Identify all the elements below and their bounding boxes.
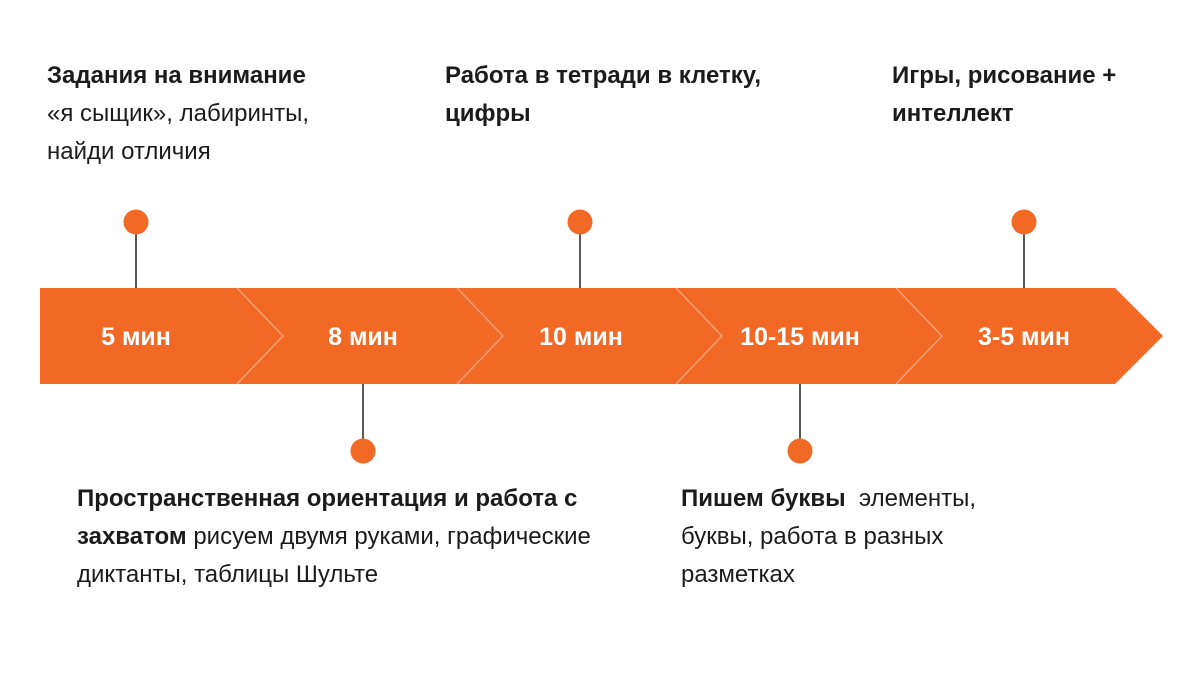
- chevron-separator: [456, 287, 505, 385]
- stage-title: Игры, рисование + интеллект: [892, 62, 1117, 127]
- duration-label: 10-15 мин: [740, 323, 860, 351]
- stage-detail: элементы, буквы, работа в разных разметк…: [681, 485, 977, 588]
- stage-attention: Задания на внимание «я сыщик», лабиринты…: [47, 57, 377, 171]
- stage-detail: «я сыщик», лабиринты, найди отличия: [47, 100, 310, 165]
- timeline-connectors: [123, 209, 1037, 464]
- stage-title: Пространственная ориентация и работа с з…: [77, 485, 578, 550]
- chevron-separator: [895, 287, 944, 385]
- timeline-marker-dot: [1011, 209, 1037, 235]
- duration-label: 10 мин: [539, 323, 623, 351]
- stage-games-drawing: Игры, рисование + интеллект: [892, 57, 1182, 133]
- stage-title: Пишем буквы: [681, 485, 846, 512]
- stage-spatial-orientation: Пространственная ориентация и работа с з…: [77, 480, 597, 594]
- duration-label: 5 мин: [101, 323, 171, 351]
- stage-writing-letters: Пишем буквы элементы, буквы, работа в ра…: [681, 480, 1021, 594]
- chevron-separator: [236, 287, 285, 385]
- arrow-body: [40, 288, 1163, 384]
- timeline-marker-dot: [787, 438, 813, 464]
- duration-label: 8 мин: [328, 323, 398, 351]
- timeline-arrow: [40, 287, 1163, 385]
- timeline-marker-dot: [350, 438, 376, 464]
- stage-notebook-work: Работа в тетради в клетку, цифры: [445, 57, 825, 133]
- duration-label: 3-5 мин: [978, 323, 1070, 351]
- stage-detail: рисуем двумя руками, графические диктант…: [77, 523, 591, 588]
- timeline-duration-labels: 5 мин 8 мин 10 мин 10-15 мин 3-5 мин: [101, 323, 1070, 351]
- timeline-marker-dot: [567, 209, 593, 235]
- timeline-marker-dot: [123, 209, 149, 235]
- chevron-separator: [675, 287, 724, 385]
- stage-title: Работа в тетради в клетку, цифры: [445, 62, 761, 127]
- stage-title: Задания на внимание: [47, 62, 306, 89]
